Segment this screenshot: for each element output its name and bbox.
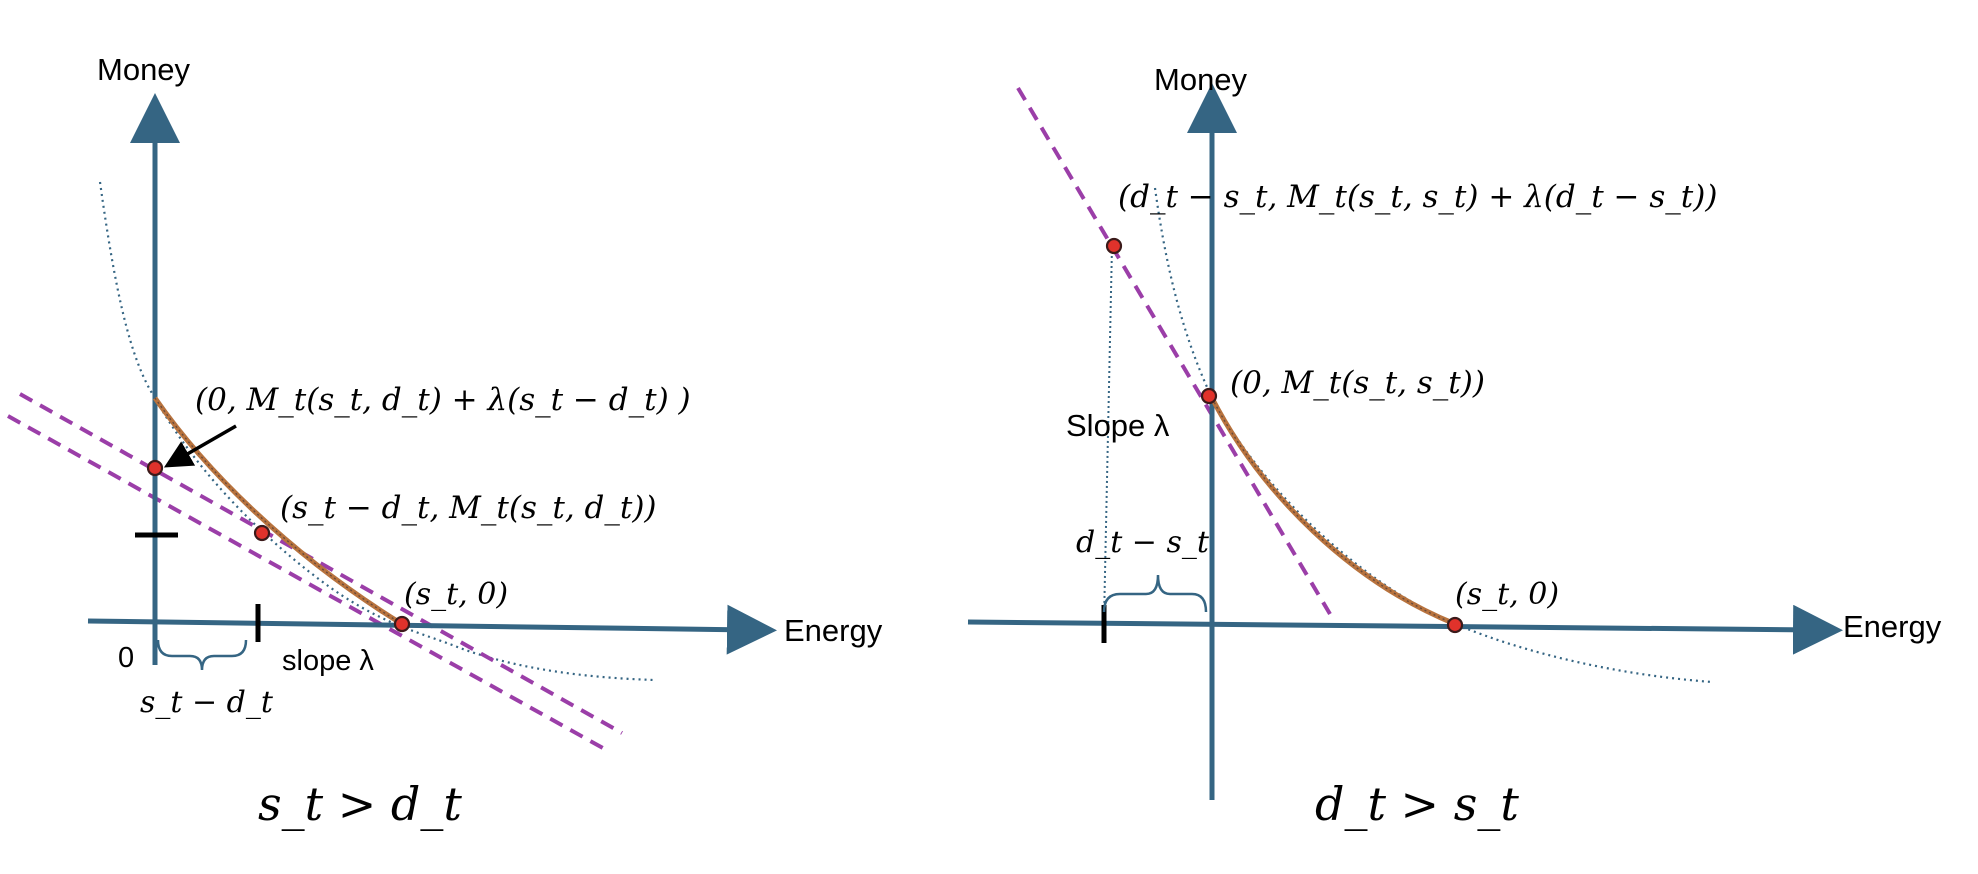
right-x-axis — [967, 604, 1843, 655]
right-point-x-label: (s_t, 0) — [1455, 577, 1559, 612]
right-cost-curve — [1209, 396, 1456, 627]
left-panel: Money Energy 0 (0, M_t(s_t, d_t) + λ(s_t… — [7, 52, 883, 831]
right-dotted-drop — [1103, 245, 1113, 621]
left-slope-label: slope λ — [282, 645, 374, 677]
right-point-x — [1446, 616, 1464, 634]
right-slope-label: Slope λ — [1066, 408, 1170, 443]
left-point-mid-label: (s_t − d_t, M_t(s_t, d_t)) — [280, 490, 657, 526]
right-dotted-curve — [1153, 187, 1713, 684]
left-point-intercept — [146, 459, 164, 477]
left-y-axis-label: Money — [97, 52, 191, 87]
right-brace-label: d_t − s_t — [1076, 525, 1210, 560]
left-dashed-line-lower — [7, 414, 611, 754]
left-dotted-curve — [98, 181, 656, 682]
right-point-top-label: (d_t − s_t, M_t(s_t, s_t) + λ(d_t − s_t)… — [1118, 179, 1717, 215]
right-dashed-tangent — [1016, 86, 1332, 616]
left-point-x-label: (s_t, 0) — [404, 577, 508, 612]
left-brace-label: s_t − d_t — [140, 685, 274, 720]
left-origin-label: 0 — [118, 642, 134, 674]
left-point-intercept-label: (0, M_t(s_t, d_t) + λ(s_t − d_t) ) — [195, 382, 691, 418]
left-point-mid — [253, 524, 271, 542]
left-x-axis — [87, 604, 777, 655]
left-caption: s_t > d_t — [258, 777, 462, 831]
right-cost-curve-detail — [1211, 397, 1456, 625]
right-x-axis-label: Energy — [1843, 609, 1942, 644]
right-panel: Money Energy (d_t − s_t, M_t(s_t, s_t) +… — [967, 62, 1942, 831]
left-callout-arrow — [163, 424, 237, 468]
right-point-intercept-label: (0, M_t(s_t, s_t)) — [1230, 365, 1485, 401]
left-brace — [156, 639, 248, 671]
right-caption: d_t > s_t — [1315, 777, 1519, 831]
right-y-axis-label: Money — [1154, 62, 1248, 97]
left-point-x — [393, 615, 411, 633]
right-point-top — [1105, 237, 1123, 255]
right-point-intercept — [1200, 387, 1218, 405]
left-cost-curve-detail — [154, 397, 403, 625]
left-dashed-line-upper — [19, 392, 623, 735]
left-x-axis-label: Energy — [784, 613, 883, 648]
right-brace — [1102, 574, 1208, 613]
